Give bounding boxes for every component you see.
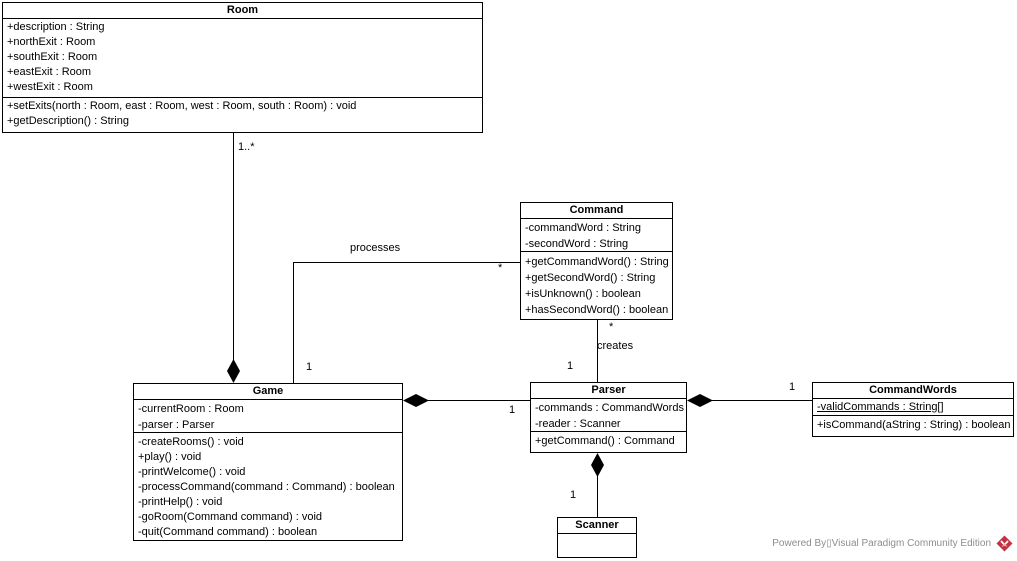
multiplicity-processes-game: 1 bbox=[306, 361, 313, 373]
multiplicity-parser-scanner: 1 bbox=[570, 489, 577, 501]
attribute-row-static: -validCommands : String[] bbox=[817, 401, 944, 413]
class-scanner: Scanner bbox=[557, 517, 637, 558]
method-row: +isUnknown() : boolean bbox=[525, 288, 641, 300]
watermark: Powered By▯Visual Paradigm Community Edi… bbox=[772, 535, 1013, 552]
method-row: +getDescription() : String bbox=[7, 115, 129, 127]
attribute-row: -parser : Parser bbox=[138, 419, 215, 431]
composition-diamond-parser-commandwords bbox=[687, 394, 713, 407]
multiplicity-game-parser: 1 bbox=[509, 404, 516, 416]
attribute-row: +description : String bbox=[7, 21, 105, 33]
visual-paradigm-logo-mark-lower bbox=[1001, 543, 1008, 547]
attribute-row: -secondWord : String bbox=[525, 238, 629, 250]
method-row: -processCommand(command : Command) : boo… bbox=[138, 481, 395, 493]
class-parser: Parser -commands : CommandWords -reader … bbox=[530, 382, 687, 453]
class-parser-title: Parser bbox=[531, 383, 686, 399]
multiplicity-room-game: 1..* bbox=[238, 141, 255, 153]
multiplicity-creates-parser: 1 bbox=[567, 360, 574, 372]
attribute-row: +northExit : Room bbox=[7, 36, 96, 48]
method-row: -printWelcome() : void bbox=[138, 466, 246, 478]
watermark-text: Powered By▯Visual Paradigm Community Edi… bbox=[772, 538, 991, 549]
class-command: Command -commandWord : String -secondWor… bbox=[520, 202, 673, 320]
class-room-title: Room bbox=[3, 3, 482, 19]
method-row: +getCommandWord() : String bbox=[525, 256, 669, 268]
method-row: +setExits(north : Room, east : Room, wes… bbox=[7, 100, 357, 112]
method-row: -createRooms() : void bbox=[138, 436, 244, 448]
attribute-row: +southExit : Room bbox=[7, 51, 98, 63]
attribute-row: +westExit : Room bbox=[7, 81, 93, 93]
method-row: +isCommand(aString : String) : boolean bbox=[817, 419, 1011, 431]
association-name-creates: creates bbox=[597, 340, 634, 352]
method-row: +getSecondWord() : String bbox=[525, 272, 656, 284]
composition-diamond-parser-scanner bbox=[591, 453, 604, 477]
attribute-row: +eastExit : Room bbox=[7, 66, 92, 78]
class-game-title: Game bbox=[134, 384, 402, 400]
method-row: +getCommand() : Command bbox=[535, 435, 675, 447]
multiplicity-parser-commandwords: 1 bbox=[789, 381, 796, 393]
class-game: Game -currentRoom : Room -parser : Parse… bbox=[133, 383, 403, 541]
class-scanner-title: Scanner bbox=[558, 518, 636, 534]
class-command-title: Command bbox=[521, 203, 672, 219]
class-commandwords-title: CommandWords bbox=[813, 383, 1013, 399]
attribute-row: -reader : Scanner bbox=[535, 418, 621, 430]
attribute-row: -commands : CommandWords bbox=[535, 402, 684, 414]
method-row: -quit(Command command) : boolean bbox=[138, 526, 318, 538]
association-name-processes: processes bbox=[350, 242, 401, 254]
attribute-row: -currentRoom : Room bbox=[138, 403, 244, 415]
attribute-row: -commandWord : String bbox=[525, 222, 641, 234]
multiplicity-creates-command: * bbox=[609, 321, 614, 333]
class-commandwords: CommandWords -validCommands : String[] +… bbox=[812, 382, 1014, 437]
method-row: +hasSecondWord() : boolean bbox=[525, 304, 669, 316]
empty-compartment bbox=[558, 534, 636, 557]
composition-diamond-game-room bbox=[227, 359, 240, 383]
edge-game-command-processes bbox=[293, 262, 520, 383]
method-row: -goRoom(Command command) : void bbox=[138, 511, 323, 523]
method-row: +play() : void bbox=[138, 451, 202, 463]
multiplicity-processes-command: * bbox=[498, 262, 503, 274]
class-room: Room +description : String +northExit : … bbox=[2, 2, 483, 133]
method-row: -printHelp() : void bbox=[138, 496, 223, 508]
composition-diamond-game-parser bbox=[403, 394, 429, 407]
visual-paradigm-logo bbox=[996, 535, 1013, 552]
